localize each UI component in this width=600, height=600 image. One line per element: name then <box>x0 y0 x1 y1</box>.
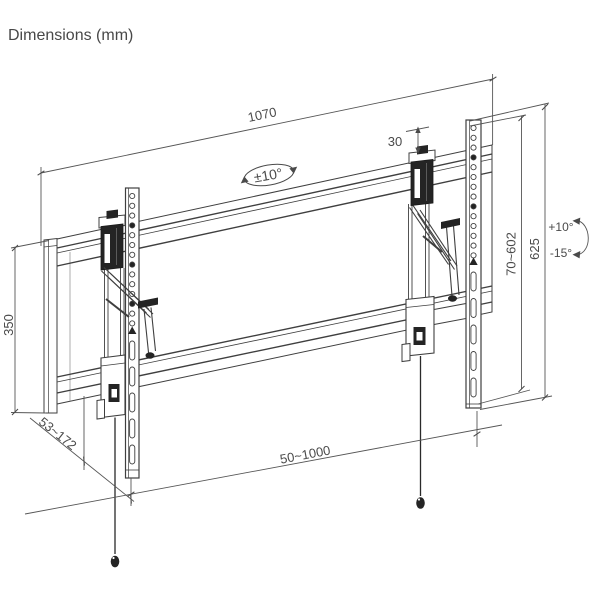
right-kickstand-leg <box>441 218 460 302</box>
mounting-hole <box>470 242 477 249</box>
wall-plate-end-cap <box>43 237 58 414</box>
left-slider-hook <box>96 398 105 420</box>
top-offset-label: 30 <box>388 134 402 149</box>
right-slider-hook <box>401 342 411 363</box>
left-hook-knob <box>106 209 118 219</box>
left-cord-ball[interactable] <box>110 555 120 568</box>
swivel-label: ±10° <box>253 165 284 186</box>
dim-height-range: 70~602 <box>469 114 531 405</box>
right-strip-slots <box>470 271 477 398</box>
left-release-lever <box>105 298 130 318</box>
right-strip-holes <box>470 124 477 259</box>
right-lock-slider <box>401 295 467 363</box>
right-hook-knob <box>417 145 428 155</box>
mounting-hole <box>129 261 136 268</box>
dim-plate-height: 350 <box>1 240 50 416</box>
mounting-slot <box>470 298 477 318</box>
mounting-hole <box>129 271 136 278</box>
bracket-height-label: 625 <box>527 238 542 260</box>
left-hook-box <box>100 223 124 271</box>
mounting-slot <box>129 392 136 413</box>
mounting-hole <box>129 281 136 288</box>
tilt-up-label: +10° <box>548 220 573 234</box>
right-leg-foot-top <box>441 218 460 229</box>
mounting-hole <box>470 183 477 190</box>
mounting-slot <box>470 351 477 371</box>
mounting-slot <box>470 271 477 292</box>
left-arrow-marker <box>128 326 137 334</box>
mounting-hole <box>470 213 477 220</box>
mounting-slot <box>470 324 477 345</box>
right-hook-box <box>410 159 434 206</box>
right-hook-channel <box>408 204 430 300</box>
mounting-hole <box>129 232 136 239</box>
mounting-hole <box>470 252 477 259</box>
left-hook-slot <box>104 234 110 263</box>
mounting-hole <box>129 300 136 307</box>
mounting-hole <box>129 320 136 327</box>
left-strip-holes <box>129 192 136 327</box>
mounting-hole <box>470 173 477 181</box>
mounting-hole <box>470 164 477 171</box>
mounting-slot <box>129 366 136 387</box>
mounting-slot <box>129 418 136 439</box>
left-strip-slots <box>129 340 136 465</box>
height-range-label: 70~602 <box>504 232 519 276</box>
plate-height-label: 350 <box>1 314 16 336</box>
right-cord-ball[interactable] <box>416 497 425 509</box>
right-tilt-arms <box>409 203 458 270</box>
left-lock-slider <box>96 354 126 420</box>
rail-width-label: 1070 <box>246 104 277 125</box>
mounting-hole <box>129 202 136 209</box>
end-cap-top-face <box>43 245 58 248</box>
tilt-down-label: -15° <box>550 246 572 260</box>
mounting-hole <box>129 212 136 219</box>
right-release-lever <box>422 235 443 253</box>
right-hook-slot <box>414 169 420 198</box>
page-title: Dimensions (mm) <box>8 27 133 44</box>
mounting-hole <box>470 134 477 141</box>
left-kickstand-leg <box>138 297 158 359</box>
mounting-hole <box>129 310 136 317</box>
dim-rail-width: 1070 <box>37 74 497 246</box>
mounting-hole <box>470 203 477 210</box>
left-leg-foot-bottom <box>145 352 155 359</box>
mounting-hole <box>129 251 136 258</box>
left-bracket <box>96 187 158 568</box>
dim-bracket-height: 625 <box>469 102 553 410</box>
mounting-slot <box>129 444 136 465</box>
right-vesa-strip <box>465 119 482 409</box>
tilt-indicator: +10° -15° <box>548 217 589 260</box>
left-leg-foot-top <box>138 297 158 309</box>
mounting-hole <box>470 222 477 230</box>
mounting-hole <box>470 124 477 132</box>
right-leg-foot-bottom <box>448 295 457 302</box>
dim-top-offset: 30 <box>388 126 430 154</box>
right-bracket <box>401 119 482 509</box>
mounting-hole <box>470 144 477 151</box>
mounting-hole <box>470 154 477 161</box>
mounting-hole <box>470 232 477 239</box>
mounting-slot <box>129 340 136 361</box>
swivel-indicator: ±10° <box>240 163 298 187</box>
mounting-hole <box>129 222 136 229</box>
left-vesa-strip <box>124 187 140 479</box>
mounting-hole <box>129 241 136 249</box>
right-arrow-marker <box>469 257 478 265</box>
mounting-slot <box>470 377 477 398</box>
mounting-hole <box>470 193 477 200</box>
mounting-hole <box>129 192 136 200</box>
